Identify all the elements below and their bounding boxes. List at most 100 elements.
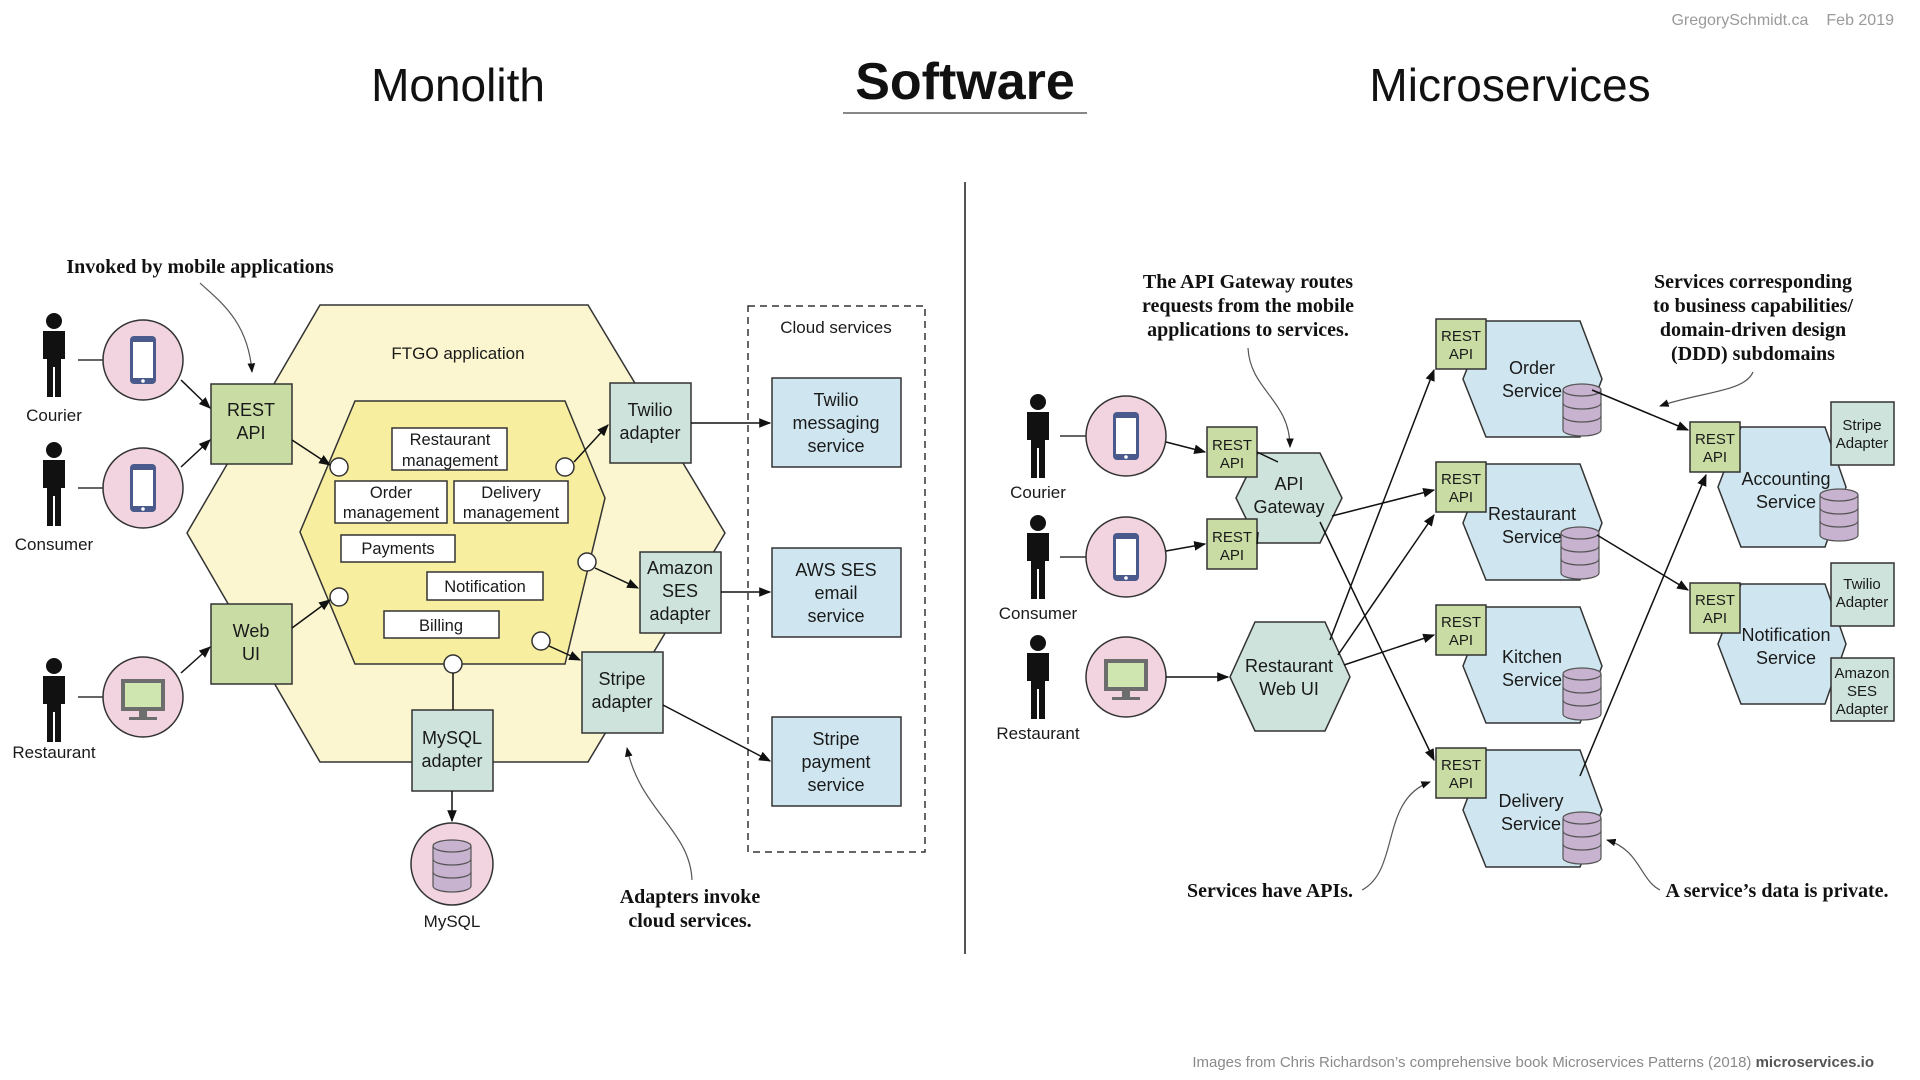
bottom-credit: Images from Chris Richardson’s comprehen… <box>1192 1054 1874 1071</box>
svg-text:Accounting: Accounting <box>1741 469 1830 489</box>
consumer-phone-icon <box>102 447 184 529</box>
mysql-label: MySQL <box>424 912 481 931</box>
svg-text:Kitchen: Kitchen <box>1502 647 1562 667</box>
svg-text:REST: REST <box>1441 614 1481 631</box>
svg-text:Restaurant: Restaurant <box>12 743 95 762</box>
svg-text:Service: Service <box>1502 670 1562 690</box>
svg-text:adapter: adapter <box>591 692 652 712</box>
delivery-service: Delivery Service REST API <box>1435 747 1603 868</box>
module-delivery-management: Delivery management <box>453 480 569 524</box>
svg-text:Stripe: Stripe <box>598 669 645 689</box>
module-order-management: Order management <box>334 480 448 524</box>
svg-text:Adapter: Adapter <box>1836 435 1889 452</box>
micro-consumer-actor: Consumer <box>999 515 1078 623</box>
rest-api-adapter: REST API <box>210 383 293 465</box>
svg-text:adapter: adapter <box>421 751 482 771</box>
mysql-database-icon <box>410 822 494 906</box>
title-underline <box>843 112 1087 114</box>
microservices-site: microservices.io <box>1755 1054 1874 1071</box>
svg-text:adapter: adapter <box>619 423 680 443</box>
note-data-private: A service’s data is private. <box>1665 880 1888 902</box>
note-ddd-line4: (DDD) subdomains <box>1671 343 1835 365</box>
svg-text:Restaurant: Restaurant <box>996 724 1079 743</box>
date-credit: Feb 2019 <box>1826 12 1894 29</box>
note-gateway-line1: The API Gateway routes <box>1143 271 1353 293</box>
svg-text:Twilio: Twilio <box>627 400 672 420</box>
svg-text:Billing: Billing <box>419 617 463 635</box>
svg-text:management: management <box>463 504 560 522</box>
consumer-actor: Consumer <box>15 442 94 554</box>
svg-text:payment: payment <box>801 752 870 772</box>
note-adapters-line2: cloud services. <box>628 910 751 932</box>
svg-text:Consumer: Consumer <box>15 535 94 554</box>
micro-courier-actor: Courier <box>1010 394 1066 502</box>
svg-text:Adapter: Adapter <box>1836 701 1889 718</box>
note-mobile-pointer <box>199 282 256 373</box>
module-notification: Notification <box>426 571 544 601</box>
svg-text:Notification: Notification <box>1741 625 1830 645</box>
svg-text:management: management <box>402 452 499 470</box>
svg-text:Order: Order <box>1509 358 1555 378</box>
center-divider <box>964 182 966 954</box>
kitchen-db-icon <box>1562 667 1602 721</box>
svg-text:REST: REST <box>1212 529 1252 546</box>
mysql-adapter: MySQL adapter <box>411 709 494 792</box>
svg-text:Web: Web <box>233 621 270 641</box>
svg-text:Delivery: Delivery <box>481 484 541 502</box>
svg-text:service: service <box>807 436 864 456</box>
svg-text:API: API <box>1703 449 1727 466</box>
microservices-diagram: The API Gateway routes requests from the… <box>996 271 1895 902</box>
svg-text:Service: Service <box>1502 527 1562 547</box>
module-payments: Payments <box>340 534 456 563</box>
book-credit: Images from Chris Richardson’s comprehen… <box>1192 1054 1756 1071</box>
svg-text:API: API <box>1220 547 1244 564</box>
monolith-arrows <box>180 379 772 823</box>
svg-text:API: API <box>1274 474 1303 494</box>
courier-actor: Courier <box>26 313 82 425</box>
svg-text:Stripe: Stripe <box>812 729 859 749</box>
svg-text:Service: Service <box>1502 381 1562 401</box>
svg-text:service: service <box>807 775 864 795</box>
micro-restaurant-monitor-icon <box>1085 636 1167 718</box>
svg-text:REST: REST <box>1212 437 1252 454</box>
svg-text:API: API <box>1449 775 1473 792</box>
note-services-have-apis: Services have APIs. <box>1187 880 1353 902</box>
web-ui-adapter: Web UI <box>210 603 293 685</box>
actor-links <box>78 359 103 698</box>
svg-text:API: API <box>1703 610 1727 627</box>
twilio-messaging-service: Twilio messaging service <box>771 377 902 468</box>
svg-text:email: email <box>814 583 857 603</box>
note-private-pointer <box>1606 838 1661 891</box>
svg-text:REST: REST <box>1441 471 1481 488</box>
svg-text:Restaurant: Restaurant <box>410 431 491 449</box>
restaurant-monitor-icon <box>102 656 184 738</box>
svg-text:management: management <box>343 504 440 522</box>
notification-service: Notification Service REST API Twilio Ada… <box>1689 562 1895 722</box>
module-restaurant-management: Restaurant management <box>391 427 508 471</box>
svg-text:Amazon: Amazon <box>1834 665 1889 682</box>
svg-text:AWS SES: AWS SES <box>795 560 876 580</box>
monolith-diagram: FTGO application Restaurant management O… <box>12 256 926 932</box>
svg-text:service: service <box>807 606 864 626</box>
svg-text:Service: Service <box>1756 648 1816 668</box>
svg-text:API: API <box>236 423 265 443</box>
note-ddd-line2: to business capabilities/ <box>1653 295 1853 317</box>
note-apis-pointer <box>1361 781 1431 891</box>
svg-text:SES: SES <box>662 581 698 601</box>
svg-text:adapter: adapter <box>649 604 710 624</box>
svg-text:Order: Order <box>370 484 413 502</box>
accounting-service: Accounting Service REST API Stripe Adapt… <box>1689 401 1895 548</box>
restaurant-web-ui: Restaurant Web UI <box>1229 621 1351 732</box>
svg-text:Service: Service <box>1501 814 1561 834</box>
module-billing: Billing <box>383 610 500 639</box>
note-ddd-line3: domain-driven design <box>1660 319 1846 341</box>
note-adapters-pointer <box>625 747 693 881</box>
svg-text:messaging: messaging <box>792 413 879 433</box>
hexagon-ports <box>329 457 597 674</box>
aws-ses-email-service: AWS SES email service <box>771 547 902 638</box>
svg-text:Service: Service <box>1756 492 1816 512</box>
site-credit: GregorySchmidt.ca <box>1671 12 1809 29</box>
micro-arrows <box>1165 368 1707 777</box>
note-ddd-line1: Services corresponding <box>1654 271 1852 293</box>
restaurant-actor: Restaurant <box>12 658 96 762</box>
